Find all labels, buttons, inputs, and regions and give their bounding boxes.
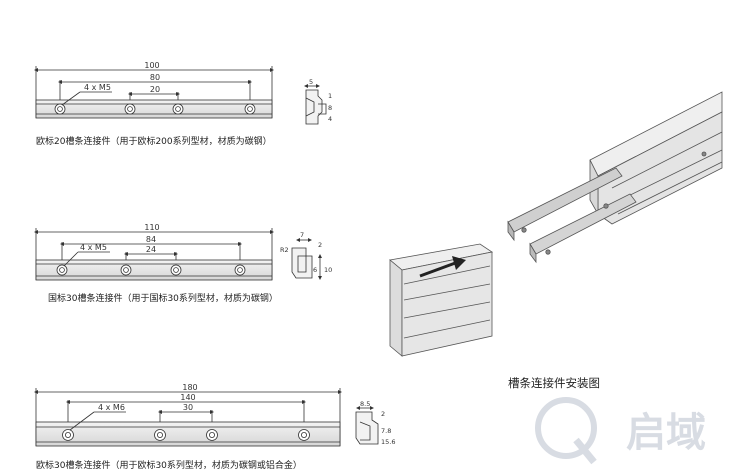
section-dim-b-1: 1 bbox=[328, 92, 332, 100]
drawing-1-labels: 100 80 20 4 x M5 5 1 8 4 欧标20槽条连接件（用于欧标2… bbox=[36, 61, 332, 147]
hole-spec-2: 4 x M5 bbox=[80, 243, 107, 252]
section-dim-c-3: 7.8 bbox=[381, 427, 391, 435]
section-dim-b-2: 2 bbox=[318, 241, 322, 249]
section-dim-c-2: 6 bbox=[313, 266, 317, 274]
section-dim-a-3: 8.5 bbox=[360, 400, 370, 408]
dim-inner-1: 20 bbox=[150, 85, 160, 94]
logo-text: 启域 bbox=[626, 410, 706, 456]
section-dim-a-2: 7 bbox=[300, 231, 304, 239]
installation-illustration bbox=[389, 91, 723, 357]
section-radius-2: R2 bbox=[280, 246, 289, 254]
connector-drawing-1 bbox=[34, 66, 327, 125]
caption-1: 欧标20槽条连接件（用于欧标200系列型材，材质为碳钢） bbox=[36, 135, 272, 147]
section-dim-d-1: 4 bbox=[328, 115, 332, 123]
dim-total-1: 100 bbox=[144, 61, 159, 70]
company-logo-watermark: 启域 bbox=[535, 397, 706, 465]
dim-outer-1: 80 bbox=[150, 73, 160, 82]
dim-outer-3: 140 bbox=[180, 393, 195, 402]
drawing-2-labels: 110 84 24 4 x M5 R2 7 2 6 10 国标30槽条连接件（用… bbox=[48, 223, 332, 304]
hole-spec-1: 4 x M5 bbox=[84, 83, 111, 92]
section-dim-d-2: 10 bbox=[324, 266, 332, 274]
section-dim-c-1: 8 bbox=[328, 104, 332, 112]
section-dim-a-1: 5 bbox=[309, 78, 313, 86]
section-dim-d-3: 15.6 bbox=[381, 438, 395, 446]
dim-outer-2: 84 bbox=[146, 235, 156, 244]
dim-total-3: 180 bbox=[182, 383, 197, 392]
connector-drawing-3 bbox=[34, 388, 379, 447]
caption-3: 欧标30槽条连接件（用于欧标30系列型材，材质为碳钢或铝合金） bbox=[36, 459, 302, 471]
caption-2: 国标30槽条连接件（用于国标30系列型材，材质为碳钢） bbox=[48, 292, 278, 304]
dim-inner-3: 30 bbox=[183, 403, 193, 412]
installation-title: 槽条连接件安装图 bbox=[508, 376, 600, 390]
section-dim-b-3: 2 bbox=[381, 410, 385, 418]
drawing-3-labels: 180 140 30 4 x M6 8.5 2 7.8 15.6 欧标30槽条连… bbox=[36, 383, 395, 471]
dim-total-2: 110 bbox=[144, 223, 159, 232]
dim-inner-2: 24 bbox=[146, 245, 156, 254]
hole-spec-3: 4 x M6 bbox=[98, 403, 125, 412]
connector-drawing-2 bbox=[34, 228, 322, 281]
